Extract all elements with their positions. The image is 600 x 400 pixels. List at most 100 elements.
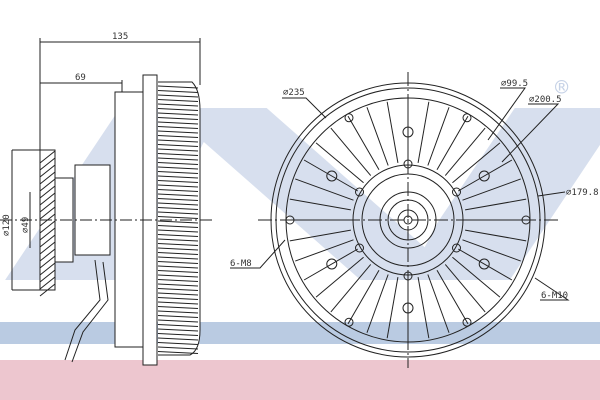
cooling-fin [157,337,199,341]
dim-pcd-inner: ⌀99.5 [501,79,528,89]
cooling-fin [157,333,199,336]
fin-spoke [347,115,380,171]
cooling-fin [157,153,199,156]
fin-spoke [295,178,354,201]
mount-lug-hole [462,317,472,327]
cooling-fin [157,130,199,134]
hatch-line [39,276,56,290]
fin-spoke [386,101,399,163]
cooling-fin [157,175,199,179]
hatch-line [39,283,56,297]
fin-spoke [444,264,486,313]
cooling-fin [157,238,199,242]
hatch-line [39,199,56,213]
cooling-fin [157,229,199,233]
hatch-line [39,185,56,199]
dim-thread-large: 6-M10 [541,291,568,301]
cooling-fin [157,252,199,255]
fin-spoke [347,269,380,325]
hatch-line [39,227,56,241]
bolt-hole-m10 [478,170,490,182]
cooling-fin [157,198,199,201]
cooling-fin [157,270,199,273]
cooling-fin [157,301,199,305]
bolt-hole-m10 [478,258,490,270]
fin-spoke [303,248,359,281]
hatch-line [39,234,56,248]
fin-spoke [295,239,354,262]
hatch-line [39,150,56,164]
cooling-fin [157,319,199,323]
cooling-fin [157,108,199,111]
cooling-fin [157,135,199,138]
fin-spoke [289,198,351,211]
hatch-line [39,206,56,220]
cooling-fin [157,171,199,174]
fin-spoke [417,101,430,163]
fin-spoke [462,239,521,262]
cooling-fin [157,90,199,93]
watermark-registered: ® [555,76,569,101]
fin-spoke [427,107,450,166]
cooling-fin [157,243,199,246]
fin-spoke [366,107,389,166]
fin-spoke [452,256,501,298]
fin-spoke [465,229,527,242]
fin-spoke [303,159,359,192]
fin-spoke [427,274,450,333]
hatch-line [39,164,56,178]
cooling-fin [157,306,199,309]
cooling-fin [157,225,199,228]
fin-spoke [289,229,351,242]
hatch-line [39,178,56,192]
dim-thread-small: 6-M8 [230,259,252,269]
cooling-fin [157,126,199,129]
cooling-fin [157,184,199,188]
hatch-line [39,192,56,206]
bolt-hole-m10 [326,258,338,270]
cooling-fin [157,157,199,161]
cooling-fin [157,256,199,260]
fin-spoke [315,142,364,184]
hatch-line [39,157,56,171]
mount-lug-hole [462,113,472,123]
hatch-line [39,220,56,234]
fin-spoke [457,248,513,281]
cooling-fin [157,193,199,197]
cooling-fin [157,99,199,102]
hatch-line [39,241,56,255]
hatch-line [39,248,56,262]
cooling-fin [157,247,199,251]
bolt-hole-m8 [451,243,461,253]
cooling-fin [157,310,199,314]
cooling-fin [157,292,199,296]
dim-body-diameter: ⌀179.8 [566,188,599,198]
fin-spoke [457,159,513,192]
cooling-fin [157,351,199,354]
cooling-fin [157,315,199,318]
dim-overall-length: 135 [112,32,128,42]
fin-spoke [436,269,469,325]
fin-spoke [366,274,389,333]
fin-spoke [452,142,501,184]
fin-spoke [386,277,399,339]
hatch-line [39,171,56,185]
bolt-hole-m8 [451,187,461,197]
hatch-line [39,269,56,283]
cooling-fin [157,279,199,282]
cooling-fin [157,274,199,278]
cooling-fin [157,189,199,192]
mount-lug-hole [344,317,354,327]
fin-spoke [315,256,364,298]
cooling-fin [157,121,199,125]
fin-spoke [465,198,527,211]
bolt-hole-m10 [326,170,338,182]
mount-lug-hole [344,113,354,123]
cooling-fin [157,148,199,152]
cooling-fin [157,162,199,165]
fin-spoke [436,115,469,171]
cooling-fin [157,85,199,89]
cooling-fin [157,139,199,143]
cooling-fin [157,297,199,300]
